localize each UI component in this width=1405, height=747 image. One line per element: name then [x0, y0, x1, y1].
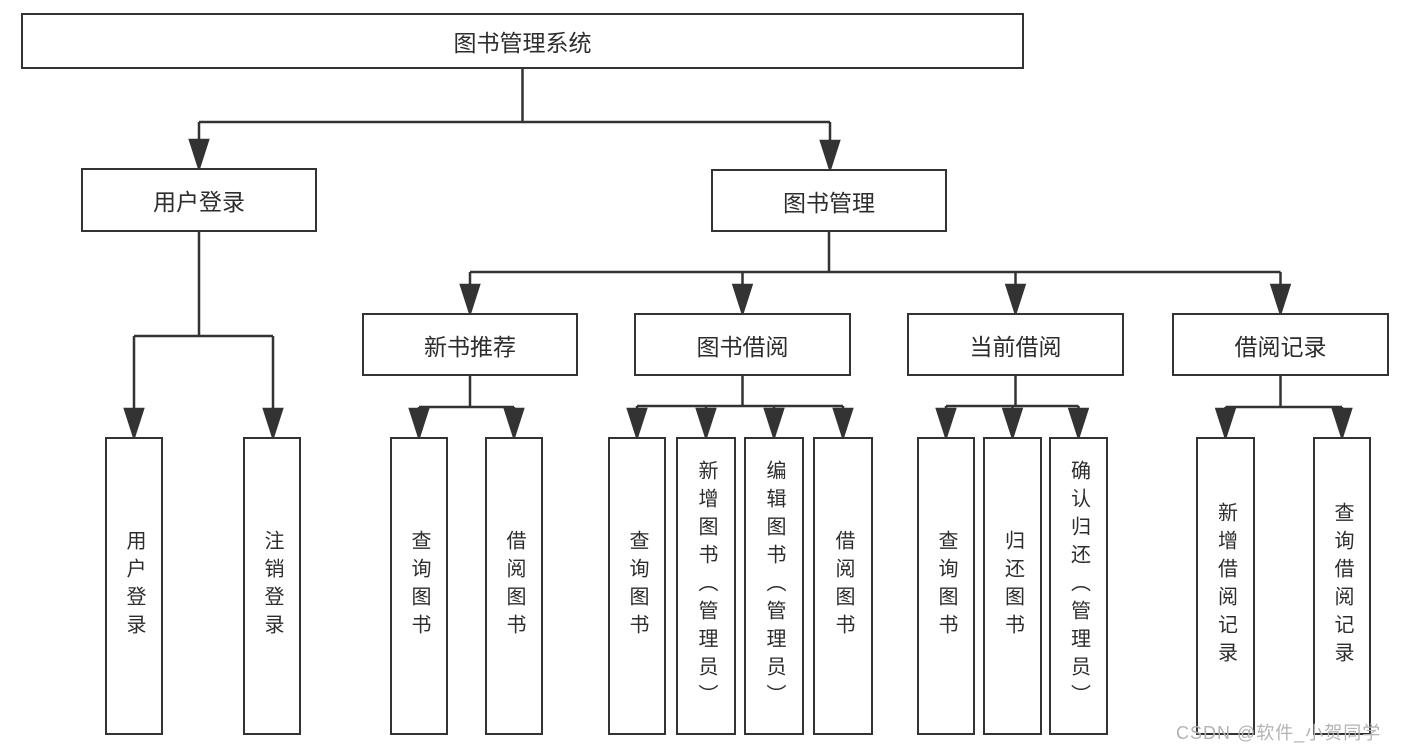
diagram-node-user-login: 用户登录 [81, 168, 317, 232]
edge-book-mgmt-to-level3 [459, 232, 1292, 318]
edge-borrow-rec-to-leaves [1214, 376, 1353, 442]
diagram-leaf-confirm-return-admin: 确认归还（管理员） [1049, 437, 1108, 735]
diagram-node-current-borrowing: 当前借阅 [907, 313, 1124, 376]
diagram-leaf-return-books: 归还图书 [983, 437, 1042, 735]
edge-book-borrow-to-leaves [626, 376, 854, 442]
diagram-leaf-query-borrow-record: 查询借阅记录 [1313, 437, 1371, 735]
diagram-leaf-borrow-books: 借阅图书 [813, 437, 873, 735]
diagram-leaf-query-books: 查询图书 [608, 437, 666, 735]
edge-root-to-level2 [188, 69, 841, 174]
diagram-leaf-query-books: 查询图书 [917, 437, 975, 735]
diagram-leaf-logout: 注销登录 [243, 437, 301, 735]
diagram-node-borrowing-records: 借阅记录 [1172, 313, 1389, 376]
edge-cur-borrow-to-leaves [935, 376, 1090, 442]
diagram-leaf-add-books-admin: 新增图书（管理员） [676, 437, 736, 735]
csdn-watermark: CSDN @软件_小贺同学 [1176, 723, 1382, 743]
diagram-node-book-borrowing: 图书借阅 [634, 313, 851, 376]
edge-new-book-to-leaves [408, 376, 525, 442]
diagram-node-root: 图书管理系统 [21, 13, 1024, 69]
diagram-node-book-management: 图书管理 [711, 169, 947, 232]
diagram-leaf-query-books: 查询图书 [390, 437, 448, 735]
diagram-leaf-user-login: 用户登录 [105, 437, 163, 735]
edge-user-login-to-leaves [123, 232, 284, 442]
diagram-leaf-borrow-books: 借阅图书 [485, 437, 543, 735]
diagram-leaf-edit-books-admin: 编辑图书（管理员） [744, 437, 804, 735]
diagram-node-new-book-recommend: 新书推荐 [362, 313, 578, 376]
diagram-leaf-add-borrow-record: 新增借阅记录 [1196, 437, 1255, 735]
